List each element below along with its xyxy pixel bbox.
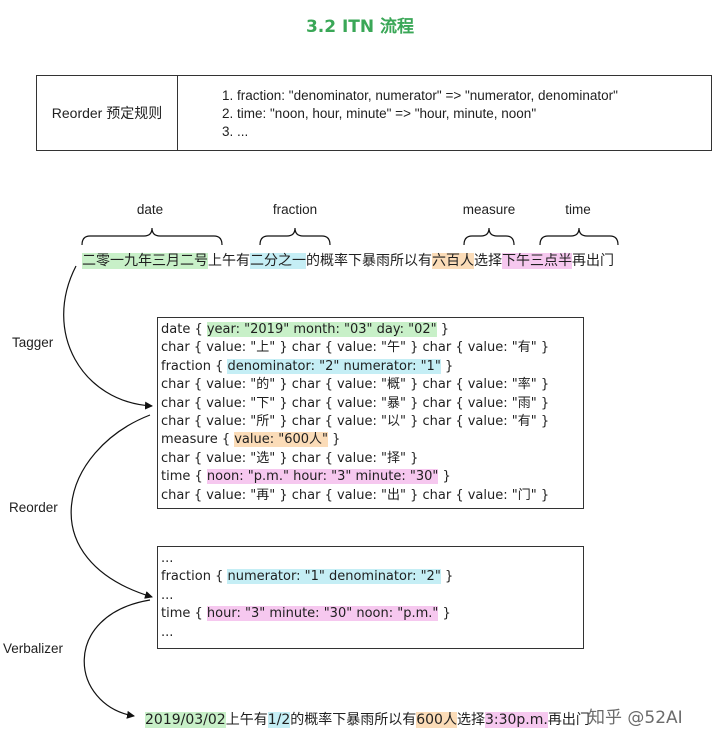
text-segment: } bbox=[440, 569, 454, 585]
segment-label-fraction: fraction bbox=[272, 202, 318, 217]
token-line: char { value: "选" } char { value: "择" } bbox=[161, 450, 583, 468]
brace-date bbox=[81, 227, 223, 246]
brace-time bbox=[539, 227, 619, 246]
stage-label-verbalizer: Verbalizer bbox=[3, 641, 64, 656]
segment-label-date: date bbox=[136, 202, 164, 217]
reorder-rule: 2. time: "noon, hour, minute" => "hour, … bbox=[222, 106, 537, 121]
token-line: ... bbox=[161, 550, 583, 568]
text-segment: 上午有 bbox=[208, 253, 250, 269]
highlighted-segment: 2019/03/02 bbox=[145, 712, 226, 728]
text-segment: } bbox=[328, 432, 341, 448]
text-segment: char { value: "所" } char { value: "以" } … bbox=[161, 414, 550, 430]
text-segment: 选择 bbox=[456, 712, 485, 728]
text-segment: char { value: "再" } char { value: "出" } … bbox=[161, 487, 550, 503]
token-line: fraction { denominator: "2" numerator: "… bbox=[161, 358, 583, 376]
token-line: ... bbox=[161, 587, 583, 605]
text-segment: ... bbox=[161, 624, 174, 640]
tagger-arrow bbox=[63, 265, 153, 410]
text-segment: 上午有 bbox=[225, 712, 268, 728]
text-segment: char { value: "的" } char { value: "概" } … bbox=[161, 377, 550, 393]
reorder-rule: 3. ... bbox=[222, 124, 249, 139]
output-sentence: 2019/03/02上午有1/2的概率下暴雨所以有600人选择3:30p.m.再… bbox=[145, 709, 590, 729]
highlighted-segment: 二分之一 bbox=[250, 253, 306, 269]
page-title: 3.2 ITN 流程 bbox=[305, 17, 415, 37]
text-segment: char { value: "上" } char { value: "午" } … bbox=[161, 340, 550, 356]
reorder-rules-list: 1. fraction: "denominator, numerator" =>… bbox=[178, 76, 711, 150]
input-sentence: 二零一九年三月二号上午有二分之一的概率下暴雨所以有六百人选择下午三点半再出门 bbox=[82, 250, 614, 270]
reorder-rules-table: Reorder 预定规则 1. fraction: "denominator, … bbox=[36, 75, 712, 151]
highlighted-segment: 3:30p.m. bbox=[484, 712, 548, 728]
segment-label-time: time bbox=[565, 202, 591, 217]
reorder-arrow bbox=[70, 414, 153, 599]
text-segment: } bbox=[440, 358, 454, 374]
tagger-output-box: date { year: "2019" month: "03" day: "02… bbox=[157, 317, 584, 509]
token-line: char { value: "下" } char { value: "暴" } … bbox=[161, 395, 583, 413]
token-line: char { value: "的" } char { value: "概" } … bbox=[161, 376, 583, 394]
text-segment: 选择 bbox=[474, 253, 502, 269]
watermark-text: 知乎 @52AI bbox=[588, 708, 683, 728]
segment-label-measure: measure bbox=[462, 202, 516, 217]
text-segment: time { bbox=[161, 606, 207, 622]
text-segment: } bbox=[438, 606, 451, 622]
highlighted-segment: 下午三点半 bbox=[502, 253, 572, 269]
text-segment: 再出门 bbox=[547, 712, 590, 728]
text-segment: date { bbox=[161, 322, 207, 337]
reorder-output-box: ...fraction { numerator: "1" denominator… bbox=[157, 546, 584, 649]
highlighted-segment: hour: "3" minute: "30" noon: "p.m." bbox=[206, 606, 439, 622]
text-segment: 再出门 bbox=[572, 253, 614, 269]
highlighted-segment: 600人 bbox=[416, 712, 457, 728]
highlighted-segment: 六百人 bbox=[432, 253, 474, 269]
text-segment: fraction { bbox=[161, 358, 228, 374]
token-line: measure { value: "600人" } bbox=[161, 431, 583, 449]
text-segment: } bbox=[436, 322, 450, 337]
text-segment: 的概率下暴雨所以有 bbox=[290, 712, 417, 728]
text-segment: fraction { bbox=[161, 569, 228, 585]
highlighted-segment: year: "2019" month: "03" day: "02" bbox=[206, 322, 437, 337]
token-line: time { noon: "p.m." hour: "3" minute: "3… bbox=[161, 468, 583, 486]
token-line: fraction { numerator: "1" denominator: "… bbox=[161, 568, 583, 586]
token-line: time { hour: "3" minute: "30" noon: "p.m… bbox=[161, 605, 583, 623]
brace-measure bbox=[463, 227, 515, 246]
token-line: date { year: "2019" month: "03" day: "02… bbox=[161, 321, 583, 339]
token-line: char { value: "所" } char { value: "以" } … bbox=[161, 413, 583, 431]
text-segment: } bbox=[438, 469, 451, 485]
highlighted-segment: 1/2 bbox=[267, 712, 291, 728]
stage-label-reorder: Reorder bbox=[9, 500, 58, 515]
reorder-rules-label: Reorder 预定规则 bbox=[37, 76, 178, 150]
token-line: char { value: "再" } char { value: "出" } … bbox=[161, 487, 583, 505]
reorder-rule: 1. fraction: "denominator, numerator" =>… bbox=[222, 88, 618, 103]
text-segment: measure { bbox=[161, 432, 235, 448]
highlighted-segment: 二零一九年三月二号 bbox=[82, 253, 208, 269]
token-line: ... bbox=[161, 624, 583, 642]
stage-label-tagger: Tagger bbox=[12, 335, 54, 350]
verbalizer-arrow bbox=[83, 599, 151, 719]
text-segment: char { value: "选" } char { value: "择" } bbox=[161, 450, 419, 466]
text-segment: ... bbox=[161, 551, 174, 566]
text-segment: ... bbox=[161, 587, 174, 603]
highlighted-segment: noon: "p.m." hour: "3" minute: "30" bbox=[206, 469, 439, 485]
token-line: char { value: "上" } char { value: "午" } … bbox=[161, 339, 583, 357]
highlighted-segment: denominator: "2" numerator: "1" bbox=[227, 358, 441, 374]
highlighted-segment: value: "600人" bbox=[234, 432, 329, 448]
text-segment: time { bbox=[161, 469, 207, 485]
text-segment: char { value: "下" } char { value: "暴" } … bbox=[161, 395, 550, 411]
brace-fraction bbox=[259, 227, 331, 246]
highlighted-segment: numerator: "1" denominator: "2" bbox=[227, 569, 441, 585]
text-segment: 的概率下暴雨所以有 bbox=[306, 253, 432, 269]
